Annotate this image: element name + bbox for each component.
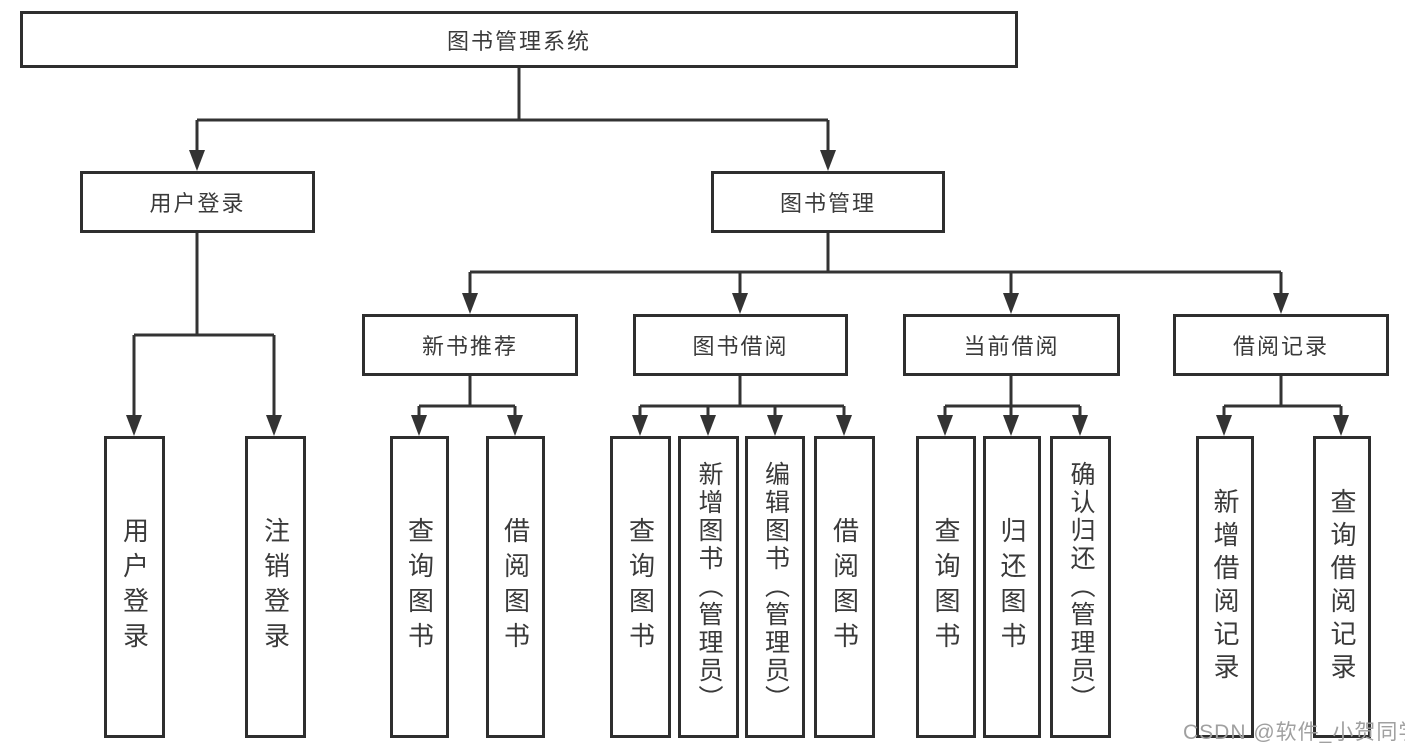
arrow-icon [1072,415,1088,436]
leaf-logout: 注销登录 [245,436,306,738]
arrow-icon [632,415,648,436]
arrow-icon [1003,293,1019,314]
leaf-confirm-return-admin: 确认归还（管理员） [1050,436,1111,738]
node-new-book-recommend: 新书推荐 [362,314,578,376]
arrow-icon [462,293,478,314]
leaf-query-book-recommend: 查询图书 [390,436,449,738]
node-root-system: 图书管理系统 [20,11,1018,68]
node-borrow-records-label: 借阅记录 [1232,334,1329,359]
arrow-icon [937,415,953,436]
connector-paths [132,68,1343,417]
leaf-edit-book-admin: 编辑图书（管理员） [745,436,805,738]
node-book-borrow-label: 图书借阅 [692,334,789,359]
arrow-icon [836,415,852,436]
leaf-borrow-book-recommend-label: 借阅图书 [500,517,531,657]
leaf-borrow-book-label: 借阅图书 [829,517,860,657]
arrow-icon [189,150,205,171]
arrow-icon [411,415,427,436]
node-root-label: 图书管理系统 [446,28,591,54]
leaf-logout-label: 注销登录 [260,517,291,657]
leaf-query-book-borrow: 查询图书 [610,436,671,738]
csdn-watermark: CSDN @软件_小贺同学 [1183,721,1405,744]
node-user-login-label: 用户登录 [149,191,246,216]
arrow-icon [126,415,142,436]
leaf-borrow-book-recommend: 借阅图书 [486,436,545,738]
arrow-icon [266,415,282,436]
node-current-borrow: 当前借阅 [903,314,1120,376]
arrowheads [126,150,1349,436]
node-current-borrow-label: 当前借阅 [963,334,1060,359]
leaf-add-borrow-record-label: 新增借阅记录 [1210,488,1240,686]
leaf-borrow-book: 借阅图书 [814,436,875,738]
arrow-icon [1273,293,1289,314]
leaf-query-book-current-label: 查询图书 [931,517,961,657]
leaf-add-book-admin-label: 新增图书（管理员） [695,461,723,713]
leaf-edit-book-admin-label: 编辑图书（管理员） [761,461,790,713]
leaf-return-book: 归还图书 [983,436,1041,738]
arrow-icon [1333,415,1349,436]
leaf-user-login-label: 用户登录 [119,517,150,657]
arrow-icon [700,415,716,436]
leaf-user-login: 用户登录 [104,436,165,738]
leaf-confirm-return-admin-label: 确认归还（管理员） [1067,461,1095,713]
node-book-management-label: 图书管理 [779,191,876,216]
node-book-borrow: 图书借阅 [633,314,848,376]
node-new-book-recommend-label: 新书推荐 [421,334,518,359]
leaf-query-book-current: 查询图书 [916,436,976,738]
arrow-icon [732,293,748,314]
arrow-icon [820,150,836,171]
leaf-add-book-admin: 新增图书（管理员） [678,436,739,738]
leaf-return-book-label: 归还图书 [997,517,1027,657]
leaf-query-book-borrow-label: 查询图书 [625,517,656,657]
arrow-icon [1003,415,1019,436]
arrow-icon [767,415,783,436]
node-book-management: 图书管理 [711,171,945,233]
leaf-add-borrow-record: 新增借阅记录 [1196,436,1254,738]
node-borrow-records: 借阅记录 [1173,314,1389,376]
arrow-icon [1216,415,1232,436]
leaf-query-book-recommend-label: 查询图书 [404,517,435,657]
leaf-query-borrow-record: 查询借阅记录 [1313,436,1371,738]
arrow-icon [507,415,523,436]
leaf-query-borrow-record-label: 查询借阅记录 [1327,488,1357,686]
node-user-login: 用户登录 [80,171,315,233]
